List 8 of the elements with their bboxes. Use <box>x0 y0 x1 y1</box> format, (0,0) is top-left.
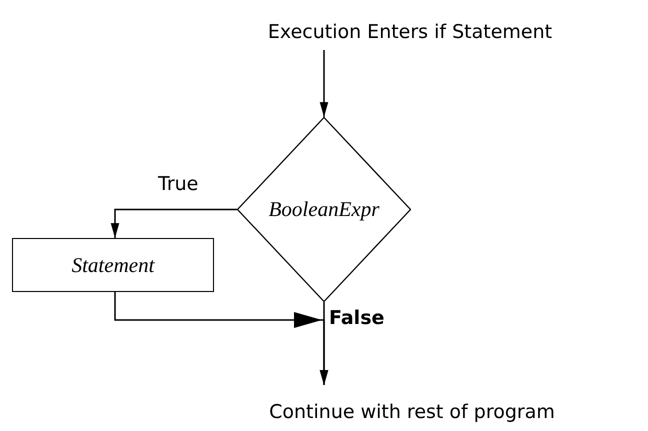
arrow <box>110 208 237 238</box>
statement-text: Statement <box>72 252 154 278</box>
process-box <box>12 238 214 292</box>
arrow <box>320 50 328 117</box>
condition-text: BooleanExpr <box>268 197 380 222</box>
flow-label: Execution Enters if Statement <box>268 21 552 43</box>
flow-label: Continue with rest of program <box>269 401 555 423</box>
arrow <box>114 292 328 385</box>
